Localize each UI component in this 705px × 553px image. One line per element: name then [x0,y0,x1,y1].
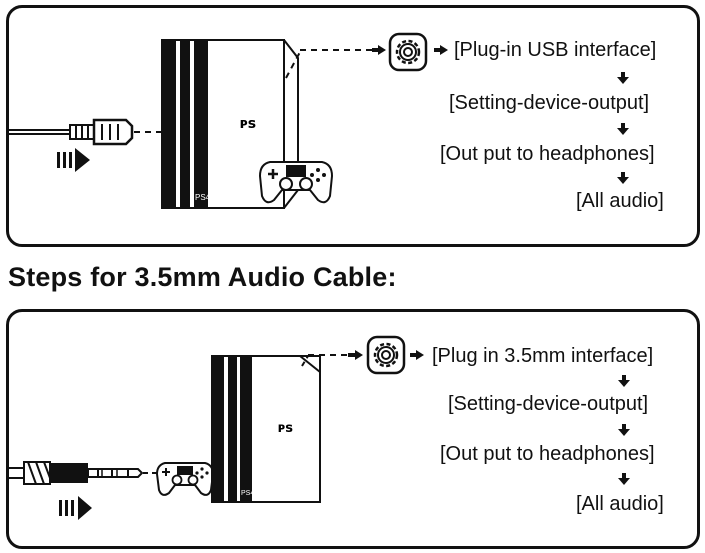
usb-step-4: [All audio] [576,190,664,212]
playstation-logo-icon: ᴘs [240,116,256,132]
aux-step-1: [Plug in 3.5mm interface] [432,345,654,367]
arrow-right-icon [416,350,424,360]
arrow-down-icon [618,424,630,436]
usb-plug-icon [92,118,134,146]
gamepad-icon [155,462,215,496]
ps4-console: ᴘs PS4 [161,39,299,209]
usb-step-3: [Out put to headphones] [440,143,655,165]
console-label: PS4 [195,193,211,202]
usb-step-2: [Setting-device-output] [449,92,650,114]
arrow-right-icon [355,350,363,360]
aux-step-3: [Out put to headphones] [440,443,655,465]
console-label: PS4 [241,490,254,497]
aux-step-2: [Setting-device-output] [448,393,649,415]
usb-step-1: [Plug-in USB interface] [454,39,657,61]
arrow-down-icon [618,375,630,387]
aux-steps-panel [6,309,700,549]
insert-arrow-icon [57,148,90,172]
arrow-down-icon [617,123,629,135]
gamepad-icon [258,161,334,204]
insert-arrow-icon [59,496,92,520]
arrow-right-icon [378,45,386,55]
arrow-right-icon [440,45,448,55]
ps4-console: ᴘs PS4 [211,355,321,503]
section-heading: Steps for 3.5mm Audio Cable: [8,262,397,292]
settings-gear-icon[interactable] [366,335,406,375]
settings-gear-icon[interactable] [388,32,428,72]
aux-step-4: [All audio] [576,493,664,515]
arrow-down-icon [618,473,630,485]
arrow-down-icon [617,172,629,184]
arrow-down-icon [617,72,629,84]
audio-jack-icon [8,461,144,485]
playstation-logo-icon: ᴘs [278,421,293,436]
